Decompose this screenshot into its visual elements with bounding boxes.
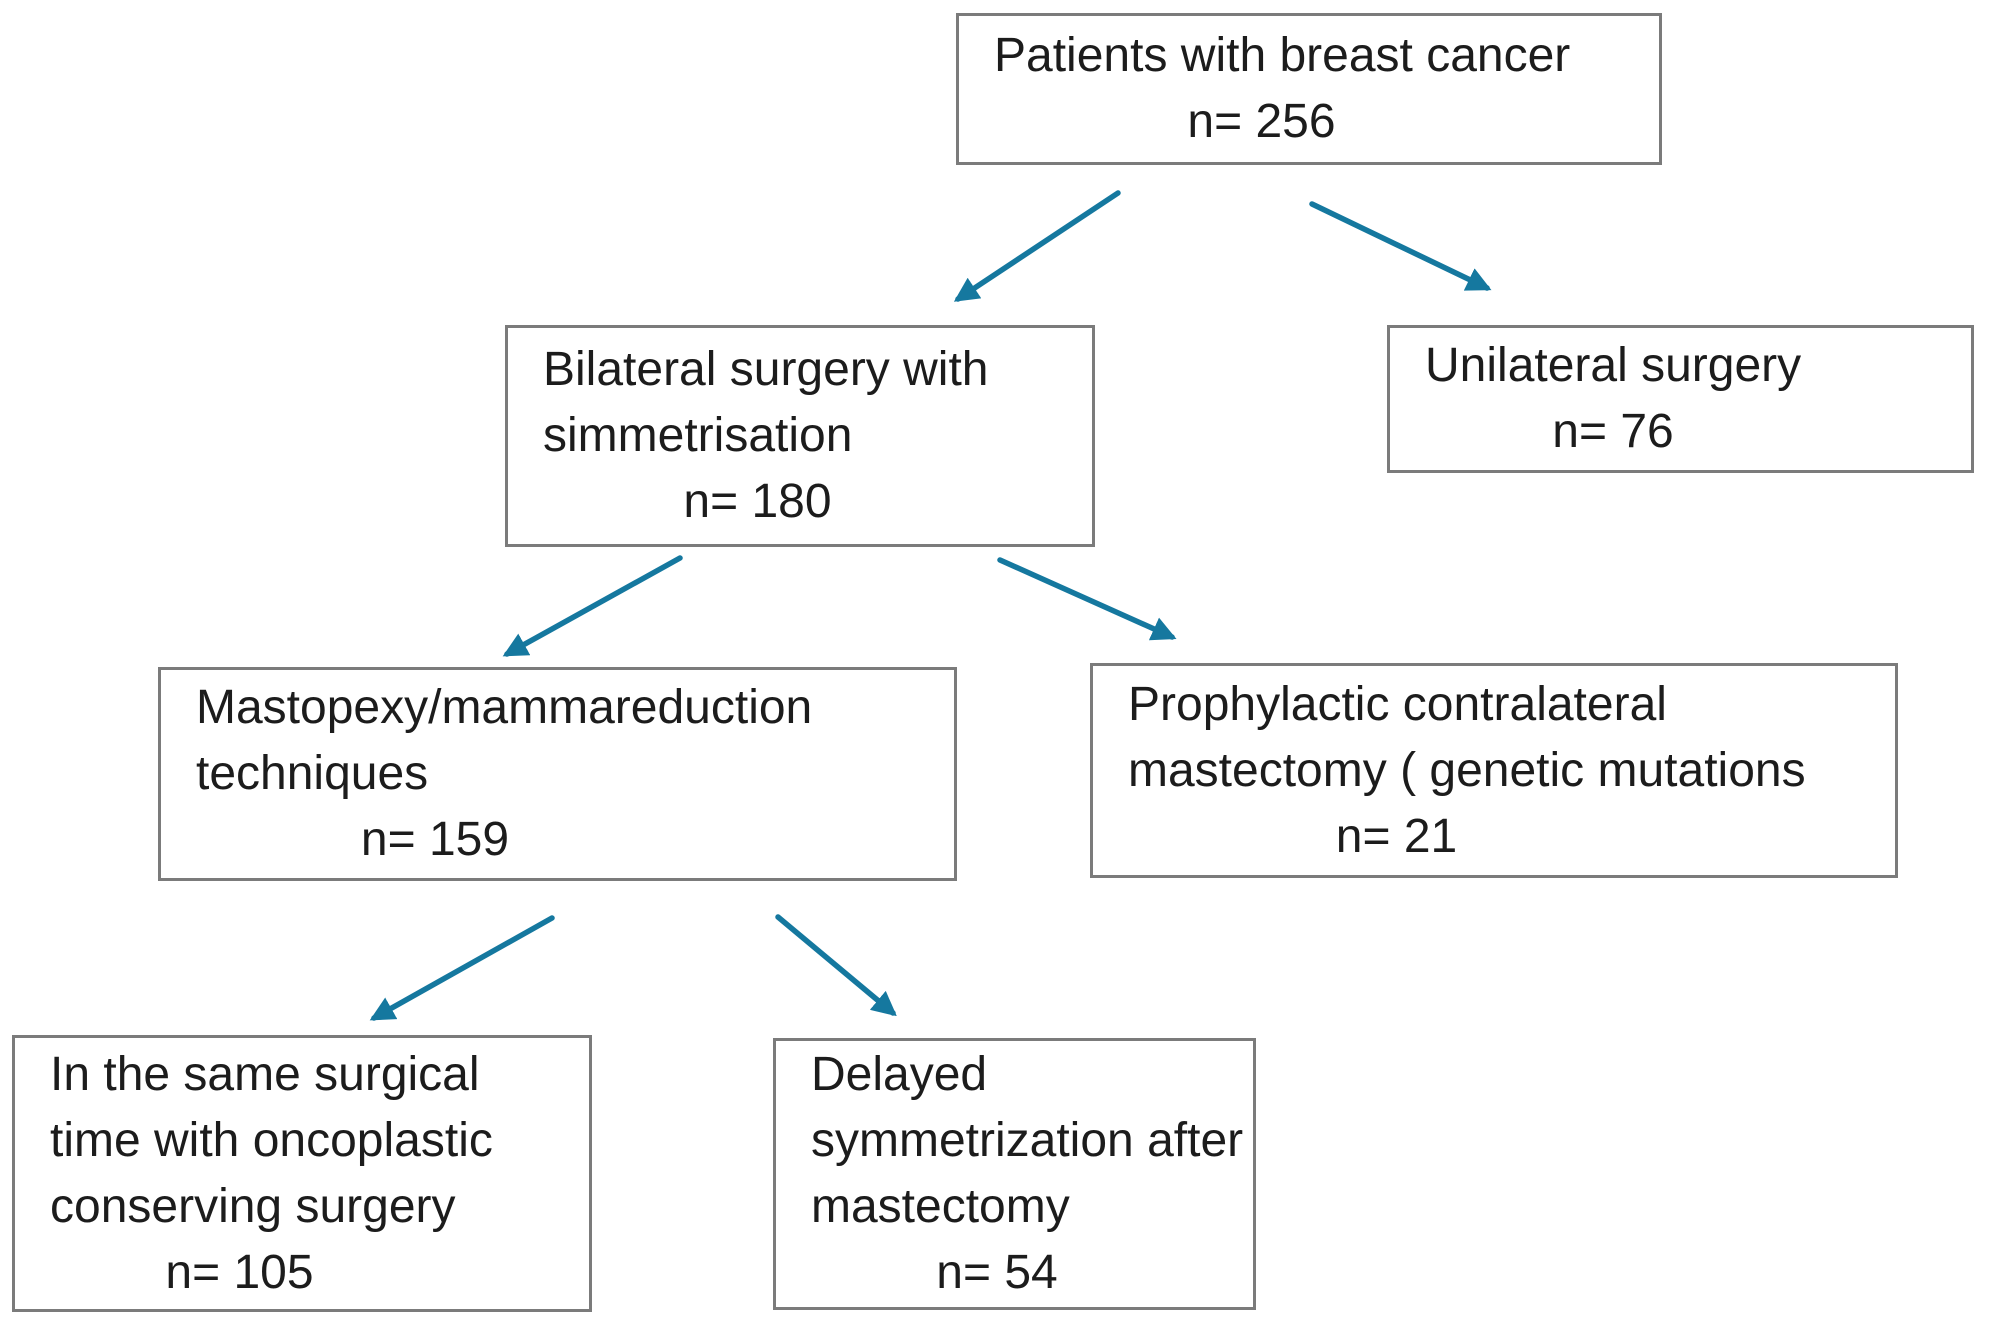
node-label-line: Unilateral surgery [1425,339,1802,392]
node-label-line: conserving surgery [50,1179,456,1233]
node-count: n= 159 [360,813,510,866]
node-label-line: mastectomy [811,1180,1070,1233]
arrow-mastopexy-to-sametime [369,915,555,1021]
node-label-line: Prophylactic contralateral [1128,677,1667,731]
arrow-bilateral-to-mastopexy [502,555,683,657]
node-count: n= 54 [936,1246,1058,1299]
node-label-line: simmetrisation [543,409,853,462]
node-label-line: symmetrization after [811,1114,1244,1167]
node-count: n= 256 [1187,95,1336,148]
node-count: n= 76 [1552,405,1674,458]
arrow-patients-to-bilateral [953,190,1121,302]
node-label-line: Mastopexy/mammareduction [196,681,813,734]
node-count: n= 180 [683,475,832,528]
node-label-line: Bilateral surgery with [543,343,989,396]
node-prophylactic-contralateral-mastectomy: Prophylactic contralateral mastectomy ( … [1090,663,1898,878]
node-label-line: techniques [196,747,429,800]
arrow-bilateral-to-prophylactic [997,557,1177,641]
node-count: n= 21 [1335,809,1458,863]
node-label-line: mastectomy ( genetic mutations [1128,743,1806,797]
node-delayed-symmetrization: Delayed symmetrization after mastectomy … [773,1038,1256,1310]
node-patients-with-breast-cancer: Patients with breast cancer n= 256 [956,13,1662,165]
node-bilateral-surgery: Bilateral surgery with simmetrisation n=… [505,325,1095,547]
node-label-line: Delayed [811,1048,988,1101]
node-label-line: Patients with breast cancer [994,29,1571,82]
node-label-line: In the same surgical [50,1047,480,1101]
node-count: n= 105 [165,1245,314,1299]
arrow-mastopexy-to-delayed [775,914,897,1017]
node-label-line: time with oncoplastic [50,1113,493,1167]
arrow-patients-to-unilateral [1309,201,1492,291]
node-mastopexy-mammareduction: Mastopexy/mammareduction techniques n= 1… [158,667,957,881]
node-unilateral-surgery: Unilateral surgery n= 76 [1387,325,1974,473]
node-same-surgical-time-oncoplastic: In the same surgical time with oncoplast… [12,1035,592,1312]
